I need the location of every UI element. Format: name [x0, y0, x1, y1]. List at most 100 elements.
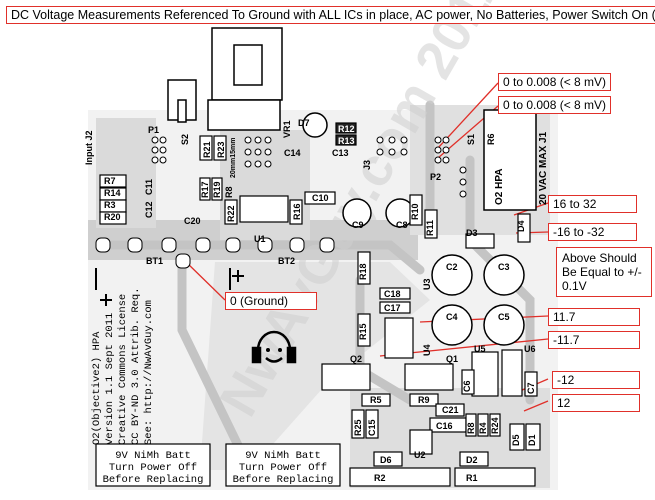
silkscreen-label: CC BY-ND 3.0 Attrib. Req. [130, 287, 142, 445]
silkscreen-label: C15 [367, 419, 377, 436]
silkscreen-label: R21 [202, 141, 212, 158]
silkscreen-label: See: http://NwAvGuy.com [143, 300, 155, 445]
silkscreen-label: C7 [526, 382, 536, 394]
annotation-positive-rail-raw: 16 to 32 [548, 195, 637, 213]
silkscreen-label: C9 [352, 220, 364, 230]
silkscreen-label: C3 [498, 262, 510, 272]
silkscreen-label: U6 [524, 344, 536, 354]
silkscreen-label: C11 [144, 179, 154, 195]
silkscreen-label: R11 [425, 220, 435, 236]
silkscreen-label: D6 [380, 455, 392, 465]
silkscreen-label: D7 [298, 118, 310, 128]
silkscreen-label: R25 [353, 419, 363, 436]
silkscreen-label: R17 [200, 181, 210, 198]
silkscreen-label: 9V NiMh Batt [245, 450, 321, 462]
silkscreen-label: R15 [358, 323, 368, 340]
silkscreen-label: C16 [436, 421, 453, 431]
silkscreen-label: S2 [180, 134, 190, 145]
silkscreen-label: O2 HPA [494, 169, 505, 206]
silkscreen-label: R23 [216, 141, 226, 158]
annotation-negative-12: -12 [552, 371, 640, 389]
silkscreen-label: R6 [486, 133, 496, 145]
silkscreen-label: P1 [148, 125, 159, 135]
silkscreen-label: U5 [474, 344, 486, 354]
silkscreen-label: C5 [498, 312, 510, 322]
silkscreen-label: R8 [224, 186, 234, 198]
battery-warning-left: 9V NiMh Batt Turn Power Off Before Repla… [95, 443, 211, 487]
silkscreen-label: C14 [284, 148, 301, 158]
silkscreen-label: R20 [104, 212, 121, 222]
silkscreen-label: Turn Power Off [109, 462, 197, 474]
board-outlines [95, 27, 537, 346]
diagram-title: DC Voltage Measurements Referenced To Gr… [6, 6, 655, 24]
silkscreen-label: C17 [384, 303, 401, 313]
silkscreen-label: R14 [104, 188, 121, 198]
silkscreen-label: Before Replacing [233, 474, 334, 486]
silkscreen-label: S1 [466, 134, 476, 145]
silkscreen-label: R22 [226, 205, 236, 222]
silkscreen-label: D4 [516, 220, 526, 232]
silkscreen-label: R19 [212, 181, 222, 198]
silkscreen-label: U1 [254, 234, 266, 244]
battery-warning-right: 9V NiMh Batt Turn Power Off Before Repla… [225, 443, 341, 487]
silkscreen-label: R24 [490, 417, 500, 434]
silkscreen-label: R12 [338, 124, 355, 134]
silkscreen-label: U2 [414, 450, 426, 460]
silkscreen-label: C20 [184, 216, 201, 226]
silkscreen-label: Q2 [350, 354, 362, 364]
component-packages [99, 122, 541, 487]
silkscreen-label: C8 [396, 220, 408, 230]
annotation-p2-output-1: 0 to 0.008 (< 8 mV) [498, 73, 612, 91]
silkscreen-label: R18 [358, 263, 368, 280]
silkscreen-label: C4 [446, 312, 458, 322]
silkscreen-label: J3 [362, 160, 372, 170]
silkscreen-label: R8 [466, 422, 476, 434]
annotation-negative-rail-raw: -16 to -32 [548, 223, 637, 241]
silkscreen-label: R16 [292, 203, 302, 220]
annotation-ground: 0 (Ground) [225, 292, 317, 310]
silkscreen-label: U4 [422, 344, 432, 356]
silkscreen-label: 9V NiMh Batt [115, 450, 191, 462]
silkscreen-label: C18 [384, 289, 401, 299]
silkscreen-label: R1 [466, 473, 478, 483]
silkscreen-label: BT2 [278, 256, 295, 266]
silkscreen-label: 20mm15mm [230, 138, 237, 178]
annotation-p2-output-2: 0 to 0.008 (< 8 mV) [498, 96, 612, 114]
silkscreen-labels: Input J2 P1 S2 R21 R23 VR1 D7 R12 R13 J3… [84, 118, 549, 483]
silkscreen-label: O2(Objective2) HPA [91, 331, 103, 445]
silkscreen-label: U3 [422, 278, 432, 290]
silkscreen-label: D1 [527, 434, 537, 446]
annotation-equality-note: Above Should Be Equal to +/- 0.1V [556, 247, 652, 297]
silkscreen-label: R9 [418, 395, 430, 405]
silkscreen-label: C2 [446, 262, 458, 272]
label-input-j2: Input J2 [84, 130, 94, 165]
silkscreen-label: Turn Power Off [239, 462, 327, 474]
silkscreen-label: 20 VAC MAX J1 [538, 131, 549, 205]
silkscreen-label: R7 [104, 176, 116, 186]
battery-polarity-marks [100, 270, 244, 306]
silkscreen-label: C10 [312, 193, 329, 203]
silkscreen-label: C21 [442, 405, 459, 415]
silkscreen-label: VR1 [282, 120, 292, 138]
silkscreen-label: R10 [410, 203, 420, 220]
silkscreen-label: R2 [374, 473, 386, 483]
version-block: O2(Objective2) HPA Version 1.1 Sept 2011… [91, 287, 155, 445]
silkscreen-label: C6 [462, 380, 472, 392]
silkscreen-label: Version 1.1 Sept 2011 [104, 313, 116, 445]
pads [95, 136, 467, 269]
annotation-positive-12: 12 [552, 394, 640, 412]
silkscreen-label: R5 [370, 395, 382, 405]
annotation-negative-11-7: -11.7 [548, 331, 640, 349]
silkscreen-label: Creative Commons License [117, 294, 129, 445]
silkscreen-label: C13 [332, 148, 349, 158]
silkscreen-label: R3 [104, 200, 116, 210]
silkscreen-label: D3 [466, 228, 478, 238]
silkscreen-label: Q1 [446, 354, 458, 364]
silkscreen-label: R13 [338, 136, 355, 146]
silkscreen-label: C12 [144, 201, 154, 218]
silkscreen-label: D5 [511, 434, 521, 446]
silkscreen-label: Before Replacing [103, 474, 204, 486]
silkscreen-label: P2 [430, 172, 441, 182]
annotation-positive-11-7: 11.7 [548, 308, 640, 326]
